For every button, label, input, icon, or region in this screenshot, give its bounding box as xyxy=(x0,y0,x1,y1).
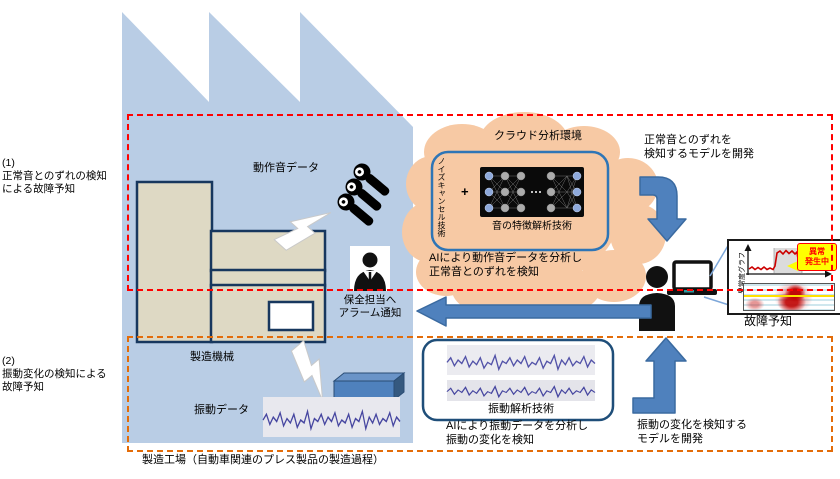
annotation-2-text: 振動変化の検知による 故障予知 xyxy=(2,368,107,394)
plus-sign: + xyxy=(461,184,469,199)
factory-caption: 製造工場（自動車関連のプレス製品の製造過程） xyxy=(142,454,384,466)
annotation-2-index: (2) xyxy=(2,355,15,367)
vibration-data-waveform xyxy=(262,397,401,437)
microphone-icons xyxy=(337,163,390,226)
machine-shape xyxy=(135,180,327,344)
spectrogram-threshold-line xyxy=(744,295,834,297)
model-note-1: 正常音とのずれを 検知するモデルを開発 xyxy=(644,134,754,160)
laptop-icon xyxy=(667,260,717,295)
vibration-analysis-panel xyxy=(421,338,615,422)
spectrogram-image xyxy=(743,283,835,311)
vibration-data-label: 振動データ xyxy=(194,404,249,416)
maintenance-person-icon xyxy=(350,246,390,291)
annotation-2: (2) 振動変化の検知による 故障予知 xyxy=(2,355,120,394)
sensor-box-icon xyxy=(332,371,406,402)
arrow-elbow-up xyxy=(632,337,687,414)
cloud-analysis-note: AIにより動作音データを分析し 正常音とのずれを検知 xyxy=(429,252,583,278)
sound-data-label: 動作音データ xyxy=(253,162,319,174)
arrow-alarm-left xyxy=(416,296,652,327)
vibration-panel-label: 振動解析技術 xyxy=(488,403,554,415)
neural-network-image xyxy=(480,167,584,217)
cloud-title: クラウド分析環境 xyxy=(494,130,582,142)
sound-feature-label: 音の特徴解析技術 xyxy=(492,221,572,232)
alert-badge: 異常 発生中 xyxy=(797,243,837,271)
model-note-2: 振動の変化を検知する モデルを開発 xyxy=(637,419,747,445)
failure-prediction-label: 故障予知 xyxy=(744,314,793,328)
annotation-1-text: 正常音とのずれの検知 による故障予知 xyxy=(2,170,107,196)
arrow-elbow-down xyxy=(639,176,687,242)
person-icon xyxy=(639,266,675,331)
machine-label: 製造機械 xyxy=(190,351,234,363)
alert-callout-tail xyxy=(787,261,798,271)
alarm-note: 保全担当へ アラーム通知 xyxy=(338,294,402,320)
noise-cancel-label: ノイズキャンセル技術 xyxy=(437,157,446,237)
zoom-connector-lines xyxy=(703,243,730,306)
annotation-1-index: (1) xyxy=(2,157,15,169)
annotation-1: (1) 正常音とのずれの検知 による故障予知 xyxy=(2,157,120,196)
vibration-analysis-note: AIにより振動データを分析し 振動の変化を検知 xyxy=(446,420,589,446)
monitor-chart-panel: 異常度グラフ 異常 発生中 xyxy=(727,239,840,315)
